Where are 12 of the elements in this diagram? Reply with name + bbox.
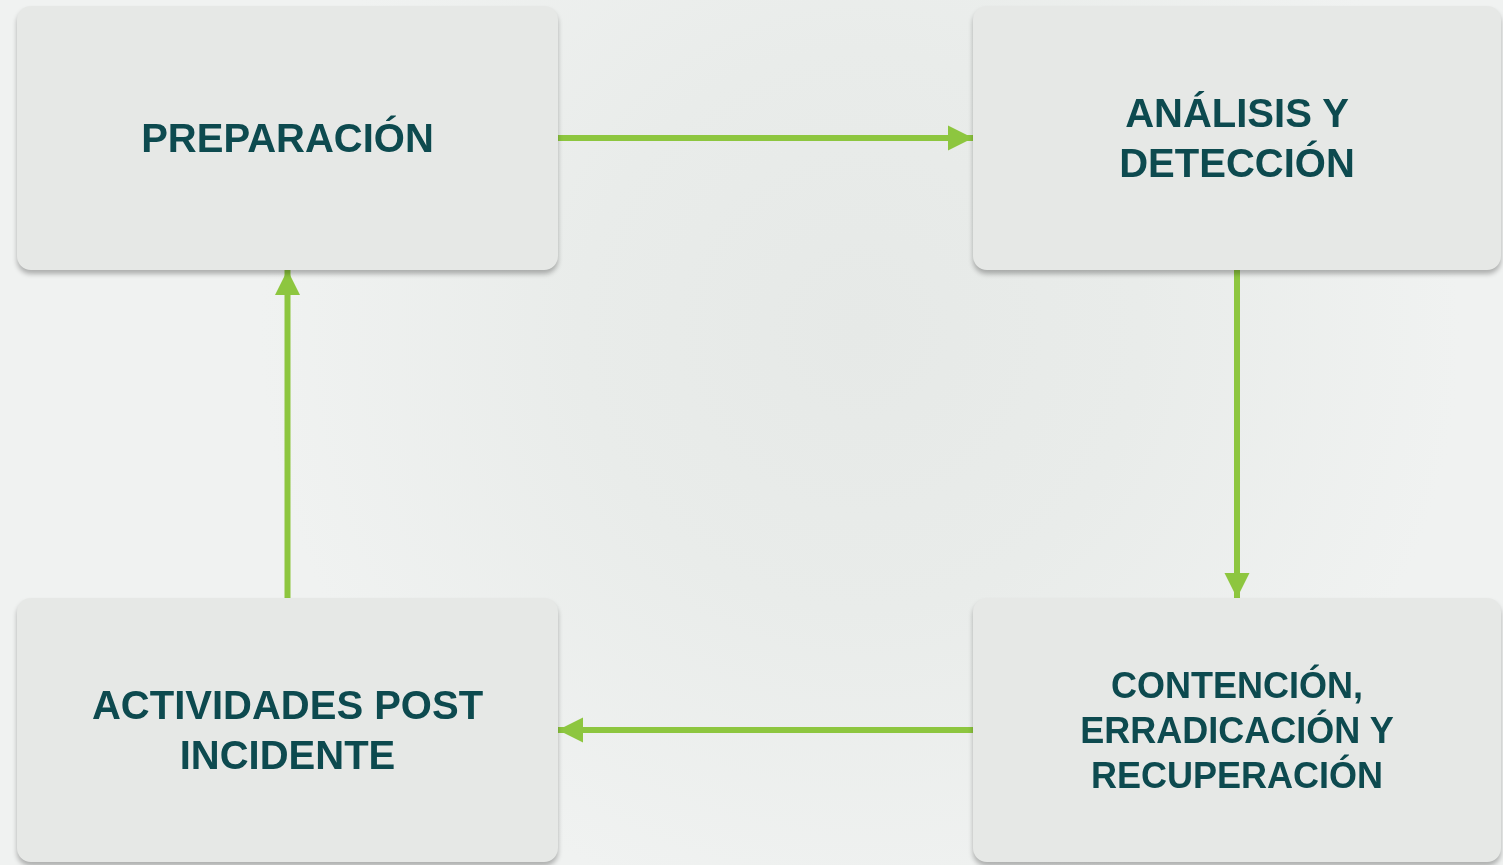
arrow [558,717,973,743]
arrow [558,125,973,151]
arrow [1224,270,1250,598]
phase-box [973,6,1501,270]
phase-box [17,6,558,270]
phase-box [17,598,558,862]
arrow [274,270,301,598]
phase-box [973,598,1501,862]
phase-title: PREPARACIÓN [141,114,434,162]
phase-title: ANÁLISIS Y DETECCIÓN [1118,90,1356,187]
phase-title: ACTIVIDADES POST INCIDENTE [90,682,485,779]
phase-title: CONTENCIÓN, ERRADICACIÓN Y RECUPERACIÓN [1079,663,1395,798]
